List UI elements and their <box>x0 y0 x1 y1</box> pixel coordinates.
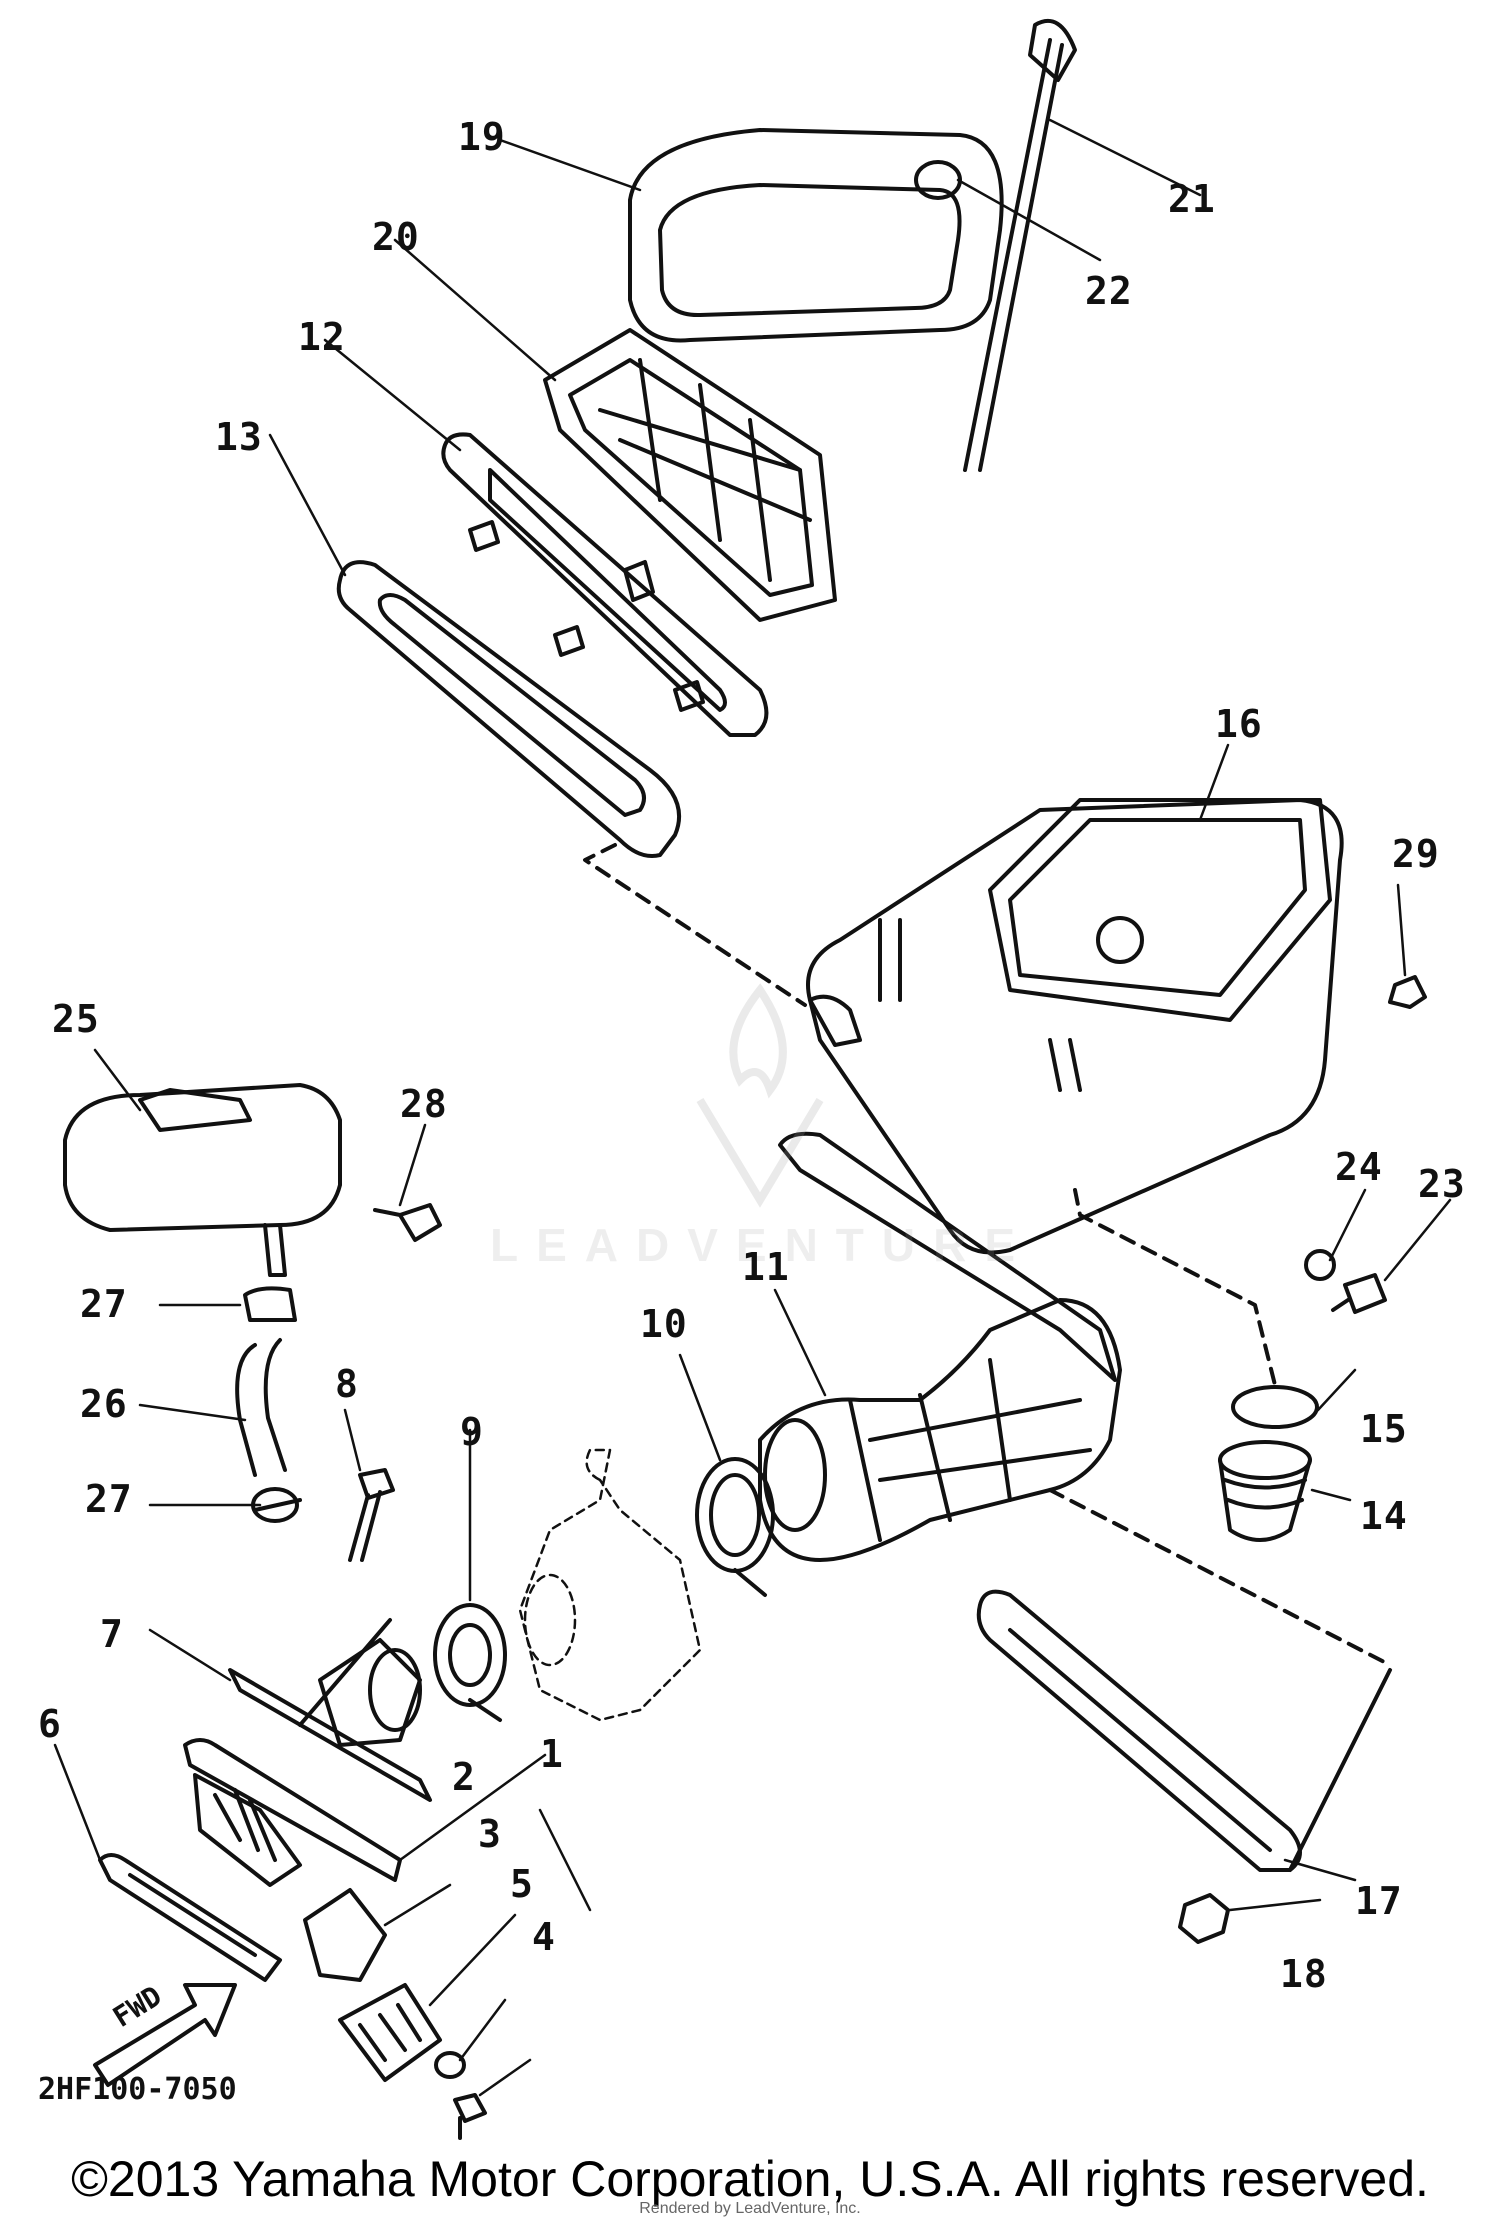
callout-4[interactable]: 4 <box>532 1915 556 1959</box>
bolt-29 <box>1388 975 1427 1009</box>
callout-6[interactable]: 6 <box>38 1702 62 1746</box>
callout-27-bottom[interactable]: 27 <box>85 1477 133 1521</box>
callout-8[interactable]: 8 <box>335 1362 359 1406</box>
copyright-notice: ©2013 Yamaha Motor Corporation, U.S.A. A… <box>71 2151 1429 2207</box>
callout-5[interactable]: 5 <box>510 1862 534 1906</box>
filter-holder-plate <box>441 432 769 737</box>
callout-29[interactable]: 29 <box>1392 832 1440 876</box>
callout-1[interactable]: 1 <box>540 1732 564 1776</box>
carburetor-outline <box>518 1448 702 1722</box>
manifold-7 <box>228 1618 432 1802</box>
callout-28[interactable]: 28 <box>400 1082 448 1126</box>
callout-17[interactable]: 17 <box>1355 1879 1403 1923</box>
screw-4 <box>453 2093 487 2140</box>
o-ring-15 <box>1231 1385 1319 1429</box>
callout-9[interactable]: 9 <box>460 1410 484 1454</box>
fwd-arrow <box>93 1983 237 2087</box>
washer-24 <box>1304 1249 1336 1281</box>
callout-13[interactable]: 13 <box>215 415 263 459</box>
callout-10[interactable]: 10 <box>640 1302 688 1346</box>
watermark-logo <box>696 983 824 1208</box>
part-code: 2HF100-7050 <box>38 2072 237 2107</box>
watermark-text: LEADVENTURE <box>490 1219 1034 1271</box>
bolt-8 <box>348 1468 395 1562</box>
callout-23[interactable]: 23 <box>1418 1162 1466 1206</box>
callout-24[interactable]: 24 <box>1335 1145 1383 1189</box>
washer-5 <box>434 2051 466 2079</box>
washer-22 <box>914 160 962 200</box>
hose-26 <box>235 1338 287 1477</box>
callout-22[interactable]: 22 <box>1085 269 1133 313</box>
callout-19[interactable]: 19 <box>458 115 506 159</box>
callout-12[interactable]: 12 <box>298 315 346 359</box>
reed-3 <box>338 1983 442 2082</box>
callout-15[interactable]: 15 <box>1360 1407 1408 1451</box>
air-filter-element <box>628 128 1004 343</box>
callout-18[interactable]: 18 <box>1280 1952 1328 1996</box>
callout-16[interactable]: 16 <box>1215 702 1263 746</box>
air-cleaner-case <box>806 798 1344 1255</box>
bolt-23 <box>1331 1273 1387 1314</box>
bolt-28 <box>373 1203 442 1242</box>
reed-valve <box>183 1738 402 1887</box>
callout-20[interactable]: 20 <box>372 215 420 259</box>
gasket-6 <box>98 1853 282 1982</box>
reed-plate-2 <box>303 1888 387 1982</box>
nut-18 <box>1178 1893 1230 1944</box>
boot-14 <box>1218 1440 1312 1542</box>
callout-25[interactable]: 25 <box>52 997 100 1041</box>
filter-guide <box>543 328 837 622</box>
wing-bolt <box>963 18 1077 472</box>
callout-2[interactable]: 2 <box>452 1755 476 1799</box>
callout-14[interactable]: 14 <box>1360 1494 1408 1538</box>
callout-26[interactable]: 26 <box>80 1382 128 1426</box>
gasket-17 <box>976 1589 1392 1872</box>
rendered-by-notice: Rendered by LeadVenture, Inc. <box>639 2200 861 2217</box>
callout-3[interactable]: 3 <box>478 1812 502 1856</box>
cover-25 <box>63 1083 342 1277</box>
clamp-9 <box>433 1603 507 1722</box>
clip-27-top <box>243 1286 297 1322</box>
callout-27-top[interactable]: 27 <box>80 1282 128 1326</box>
callout-21[interactable]: 21 <box>1168 177 1216 221</box>
callout-7[interactable]: 7 <box>100 1612 124 1656</box>
joint-11 <box>758 1131 1122 1562</box>
callout-11[interactable]: 11 <box>742 1245 790 1289</box>
gasket-13 <box>336 560 682 858</box>
